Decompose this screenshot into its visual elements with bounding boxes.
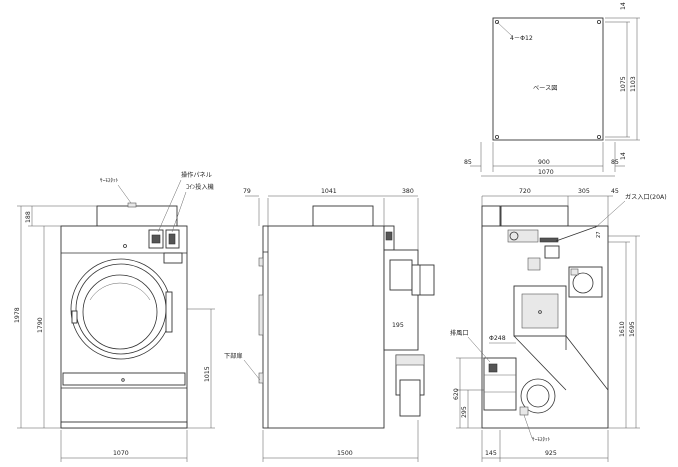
hole-label: 4－Φ12 — [510, 35, 533, 42]
dim-rear-top-c: 45 — [611, 188, 619, 195]
dim-rear-top-b: 305 — [578, 188, 590, 195]
dim-base-right: 85 — [611, 159, 619, 166]
side-body — [262, 225, 385, 429]
base-hole — [597, 134, 602, 139]
label-control-panel: 操作パネル — [181, 171, 212, 179]
base-view: 4－Φ12 ベース図 85 900 1070 85 14 1075 1103 1… — [464, 2, 640, 177]
dim-rear-height-a: 1610 — [619, 321, 626, 337]
dim-rear-bottom-b: 925 — [545, 450, 557, 457]
base-hole — [494, 134, 499, 139]
dim-base-total-width: 1070 — [538, 169, 554, 176]
base-hole — [597, 19, 602, 24]
rear-top-box — [500, 205, 569, 227]
side-drawer-edge — [258, 372, 264, 384]
thermostat-box — [519, 406, 529, 416]
lower-fan-hub — [526, 384, 550, 408]
dim-rear-top-a: 720 — [519, 188, 531, 195]
base-plate — [492, 17, 604, 141]
dim-side-total-depth: 1500 — [337, 450, 353, 457]
dim-base-bottom: 14 — [620, 152, 627, 160]
label-thermostat: ｻｰﾓｽﾀｯﾄ — [100, 177, 119, 184]
dim-base-inner-height: 1075 — [620, 76, 627, 92]
dim-side-body-depth: 1041 — [321, 188, 337, 195]
drawer-knob — [121, 378, 125, 382]
side-motor — [389, 259, 413, 291]
side-gas-fitting — [385, 231, 393, 241]
coin-slot-opening — [168, 233, 176, 245]
side-exhaust-outlet — [399, 379, 421, 417]
dim-front-top: 188 — [25, 211, 32, 223]
gas-valve-knob — [509, 231, 519, 241]
dim-base-top: 14 — [620, 2, 627, 10]
side-door-edge — [258, 294, 264, 336]
thermostat-part — [127, 202, 137, 208]
control-screen — [151, 234, 161, 244]
dim-base-total-height: 1103 — [630, 76, 637, 92]
gas-burner — [544, 245, 560, 259]
side-top-box — [312, 205, 374, 227]
heater-center — [538, 310, 542, 314]
dim-rear-height-b: 1695 — [629, 321, 636, 337]
hinge — [71, 310, 78, 324]
label-exhaust: 排風口 — [450, 329, 469, 337]
dim-base-left: 85 — [464, 159, 472, 166]
dim-rear-exhaust-low: 295 — [461, 406, 468, 418]
dim-side-duct: 195 — [392, 322, 404, 329]
dim-front-total-height: 1978 — [14, 307, 21, 323]
rear-small-box — [527, 257, 541, 271]
label-gas-inlet: ガス入口(20A) — [625, 193, 667, 201]
door-glass — [82, 274, 158, 350]
indicator-light — [123, 244, 127, 248]
dim-rear-bottom-a: 145 — [485, 450, 497, 457]
dim-base-inner-width: 900 — [538, 159, 550, 166]
exhaust-connector — [488, 363, 498, 373]
label-duct-diameter: Φ248 — [489, 335, 506, 342]
rear-motor-fan — [572, 272, 594, 294]
lint-panel — [163, 252, 183, 264]
base-center-label: ベース図 — [533, 85, 557, 92]
dim-front-width: 1070 — [113, 450, 129, 457]
dim-side-front: 79 — [243, 188, 251, 195]
front-view: ｻｰﾓｽﾀｯﾄ 操作パネル ｺｲﾝ投入機 188 1978 1790 1015 … — [14, 171, 215, 462]
rear-left-top — [481, 205, 501, 229]
rear-motor-cap — [570, 268, 579, 276]
rear-view: ガス入口(20A) 排風口 Φ248 ｻｰﾓｽﾀｯﾄ 720 305 45 27… — [450, 188, 667, 462]
side-view: 下部扉 79 1041 380 195 1500 — [224, 188, 435, 462]
label-bottom-cover: 下部扉 — [224, 352, 243, 360]
side-fan-housing — [411, 264, 435, 296]
side-latch — [258, 257, 264, 267]
gas-valve — [507, 229, 539, 243]
lower-fan — [520, 378, 556, 414]
side-exhaust-top — [395, 354, 425, 366]
gas-pipe — [539, 237, 559, 243]
dim-front-body-height: 1790 — [37, 317, 44, 333]
label-coin-slot: ｺｲﾝ投入機 — [186, 183, 214, 191]
dim-rear-exhaust-height: 620 — [453, 388, 460, 400]
label-rear-thermostat: ｻｰﾓｽﾀｯﾄ — [532, 436, 551, 443]
dim-front-door-height: 1015 — [204, 366, 211, 382]
base-frame — [60, 421, 188, 429]
base-hole — [494, 19, 499, 24]
dim-rear-side-a: 27 — [596, 231, 602, 238]
door-handle[interactable] — [165, 291, 173, 333]
rear-motor — [568, 266, 603, 298]
dim-side-rear: 380 — [402, 188, 414, 195]
